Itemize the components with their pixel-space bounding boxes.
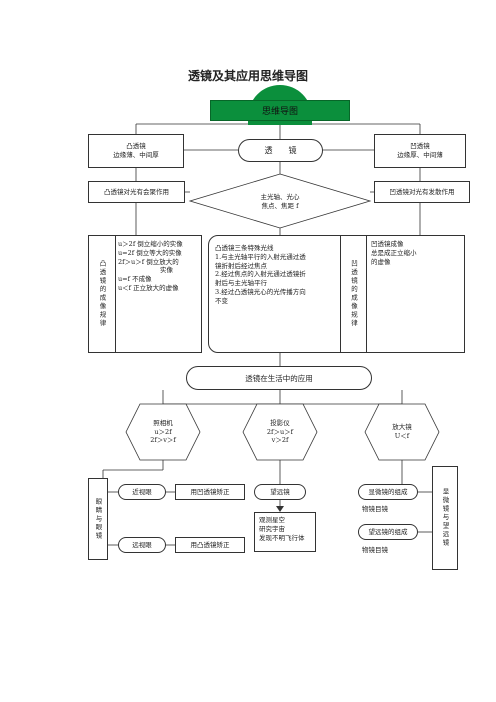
convex-rule-3: 2f＞u＞f 倒立放大的 [118,257,179,266]
micro-comp-node: 显微镜的组成 [358,484,418,500]
myopia-label: 近视眼 [132,487,152,496]
rays-line-2: 镜折射后经过焦点 [215,261,267,270]
concave-lens-node: 凹透镜 边缘厚、中间薄 [374,134,466,168]
convex-rule-list: u＞2f 倒立缩小的实像 u=2f 倒立等大的实像 2f＞u＞f 倒立放大的 实… [118,240,202,293]
convex-name: 凸透镜 [126,142,146,151]
camera-hexagon [125,403,201,461]
telescope-use-1: 观测星空 [259,516,285,524]
convex-lens-node: 凸透镜 边缘薄、中间厚 [88,134,184,168]
concave-rule-list: 凹透镜成像 总是成正立缩小 的虚像 [371,240,461,266]
magnifier-hexagon [364,403,440,461]
myopia-node: 近视眼 [118,484,166,500]
magnifier-node: 放大镜 U＜f [369,410,435,454]
projector-name: 投影仪 [270,418,290,427]
axis-line2: 焦点、焦距 f [261,202,299,210]
rays-line-5: 3.经过凸透镜光心的光传播方向 [215,287,306,296]
convex-effect-node: 凸透镜对光有会聚作用 [88,181,185,203]
convex-rule-1: u＞2f 倒立缩小的实像 [118,240,183,248]
rays-line-6: 不变 [215,296,228,305]
convex-rule-2: u=2f 倒立等大的实像 [118,248,182,257]
tele-comp-node: 望远镜的组成 [358,524,418,540]
concave-name: 凹透镜 [410,142,430,151]
rays-line-1: 1.与主光轴平行的入射光通过透 [215,252,306,261]
convex-rule-table: 凸透镜的成像规律 u＞2f 倒立缩小的实像 u=2f 倒立等大的实像 2f＞u＞… [88,235,202,353]
rays-title: 凸透镜三条特殊光线 [215,244,274,252]
telescope-uses-node: 观测星空 研究宇宙 发现不明飞行体 [254,512,316,552]
telescope-label: 望远镜 [270,487,290,496]
lens-label: 透 镜 [264,146,297,155]
camera-v: 2f＞v＞f [150,436,176,445]
micro-comp-label: 显微镜的组成 [368,487,408,496]
life-label: 透镜在生活中的应用 [245,373,313,383]
convex-rule-label-cell: 凸透镜的成像规律 [89,236,116,352]
rays-line-4: 射后与主光轴平行 [215,279,267,288]
concave-effect: 凹透镜对光有发散作用 [389,187,455,196]
life-node: 透镜在生活中的应用 [186,366,372,390]
magnifier-name: 放大镜 [392,423,412,432]
convex-rule-4: 实像 [160,266,173,275]
rays-line-3: 2.经过焦点的入射光通过透镜折 [215,270,306,279]
concave-shape: 边缘厚、中间薄 [397,151,443,159]
scope-label-node: 显微镜与望远镜 [432,466,458,570]
concave-rule-table: 凹透镜的成像规律 凹透镜成像 总是成正立缩小 的虚像 [340,235,465,353]
scope-label: 显微镜与望远镜 [441,488,449,548]
telescope-node: 望远镜 [254,484,306,500]
telescope-use-2: 研究宇宙 [259,524,285,533]
magnifier-u: U＜f [394,432,410,440]
projector-hexagon [242,403,318,461]
projector-u: 2f＞u＞f [266,427,294,436]
camera-name: 照相机 [153,418,173,427]
page-title: 透镜及其应用思维导图 [187,69,308,83]
rays-node: 凸透镜三条特殊光线 1.与主光轴平行的入射光通过透 镜折射后经过焦点 2.经过焦… [208,235,360,353]
camera-node: 照相机 u＞2f 2f＞v＞f [130,410,196,454]
concave-rule-3: 的虚像 [371,257,391,266]
convex-rule-6: u＜f 正立放大的虚像 [118,283,179,292]
projector-v: v＞2f [271,436,289,445]
root-node: 思维导图 [210,100,350,121]
hyperopia-fix-node: 用凸透镜矫正 [175,537,245,553]
convex-rule-label: 凸透镜的成像规律 [98,260,106,328]
eye-label-node: 眼睛与眼镜 [88,478,108,560]
projector-node: 投影仪 2f＞u＞f v＞2f [247,410,313,454]
tele-comp-label: 望远镜的组成 [368,527,408,536]
tele-parts: 物镜目镜 [362,546,388,554]
convex-shape: 边缘薄、中间厚 [113,151,159,159]
myopia-fix-label: 用凹透镜矫正 [190,487,230,496]
concave-rule-label-cell: 凹透镜的成像规律 [341,236,367,352]
hyperopia-fix-label: 用凸透镜矫正 [190,540,230,549]
hyperopia-node: 远视眼 [118,537,166,553]
root-label: 思维导图 [261,107,298,117]
concave-effect-node: 凹透镜对光有发散作用 [374,181,470,203]
concave-rule-1: 凹透镜成像 [371,240,404,248]
micro-parts: 物镜目镜 [362,505,388,513]
axis-node: 主光轴、光心 焦点、焦距 f [220,188,340,216]
telescope-use-3: 发现不明飞行体 [259,533,305,542]
convex-rule-5: u=f 不成像 [118,275,152,284]
eye-label: 眼睛与眼镜 [94,497,102,541]
lens-node: 透 镜 [238,139,323,162]
concave-rule-2: 总是成正立缩小 [371,248,417,257]
concave-rule-label: 凹透镜的成像规律 [349,260,358,328]
convex-effect: 凸透镜对光有会聚作用 [104,187,169,196]
axis-line1: 主光轴、光心 [260,193,300,202]
hyperopia-label: 远视眼 [132,540,152,549]
camera-u: u＞2f [154,427,172,436]
myopia-fix-node: 用凹透镜矫正 [175,484,245,500]
